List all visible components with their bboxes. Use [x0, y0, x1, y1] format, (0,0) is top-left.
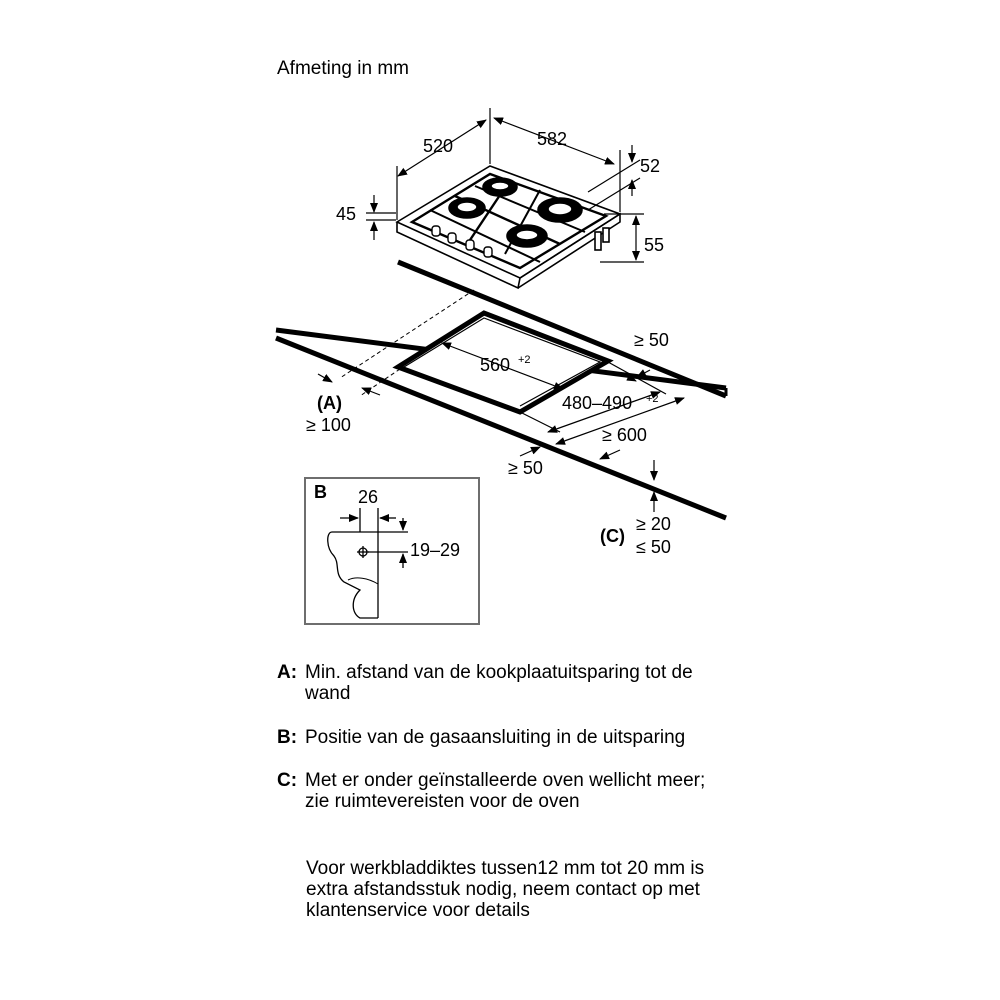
dim-edge-52: 52 [640, 156, 660, 176]
dim-height-55: 55 [644, 235, 664, 255]
hob-dimensions [366, 108, 644, 263]
dim-thickness-45: 45 [336, 204, 356, 224]
diagram-title: Afmeting in mm [277, 58, 409, 79]
label-b: B [314, 482, 327, 502]
dim-depth-520: 520 [423, 136, 453, 156]
dim-worktop-depth: ≥ 600 [602, 425, 647, 445]
legend-item-a: A: Min. afstand van de kookplaatuitsparin… [277, 662, 725, 704]
dim-back-clearance: ≥ 50 [634, 330, 669, 350]
legend-text: Positie van de gasaansluiting in de uits… [305, 727, 686, 748]
legend-key: A: [277, 662, 298, 683]
hob-drawing [395, 165, 622, 290]
dim-width-582: 582 [537, 129, 567, 149]
label-c: (C) [600, 526, 625, 546]
dim-a-value: ≥ 100 [306, 415, 351, 435]
dim-side-clearance: ≥ 50 [508, 458, 543, 478]
dim-c-max: ≤ 50 [636, 537, 671, 557]
dim-b-offset: 26 [358, 487, 378, 507]
dim-cutout-depth-tol: +2 [646, 393, 659, 405]
legend-text: Met er onder geïnstalleerde oven wellich… [305, 770, 706, 812]
legend-item-b: B: Positie van de gasaansluiting in de ui… [277, 727, 725, 748]
dim-cutout-width: 560 [480, 355, 510, 375]
dim-cutout-depth: 480–490 [562, 393, 632, 413]
footnote: Voor werkbladdiktes tussen12 mm tot 20 m… [306, 858, 705, 921]
dim-cutout-width-tol: +2 [518, 354, 531, 366]
dim-c-min: ≥ 20 [636, 514, 671, 534]
legend-text: Min. afstand van de kookplaatuitsparing … [305, 662, 693, 704]
dim-b-height: 19–29 [410, 540, 460, 560]
legend-key: B: [277, 727, 298, 748]
legend-key: C: [277, 770, 298, 791]
worktop-drawing [275, 259, 728, 521]
legend-item-c: C: Met er onder geïnstalleerde oven welli… [277, 770, 725, 812]
label-a: (A) [317, 393, 342, 413]
detail-b-box: B 26 19–29 [304, 477, 480, 625]
